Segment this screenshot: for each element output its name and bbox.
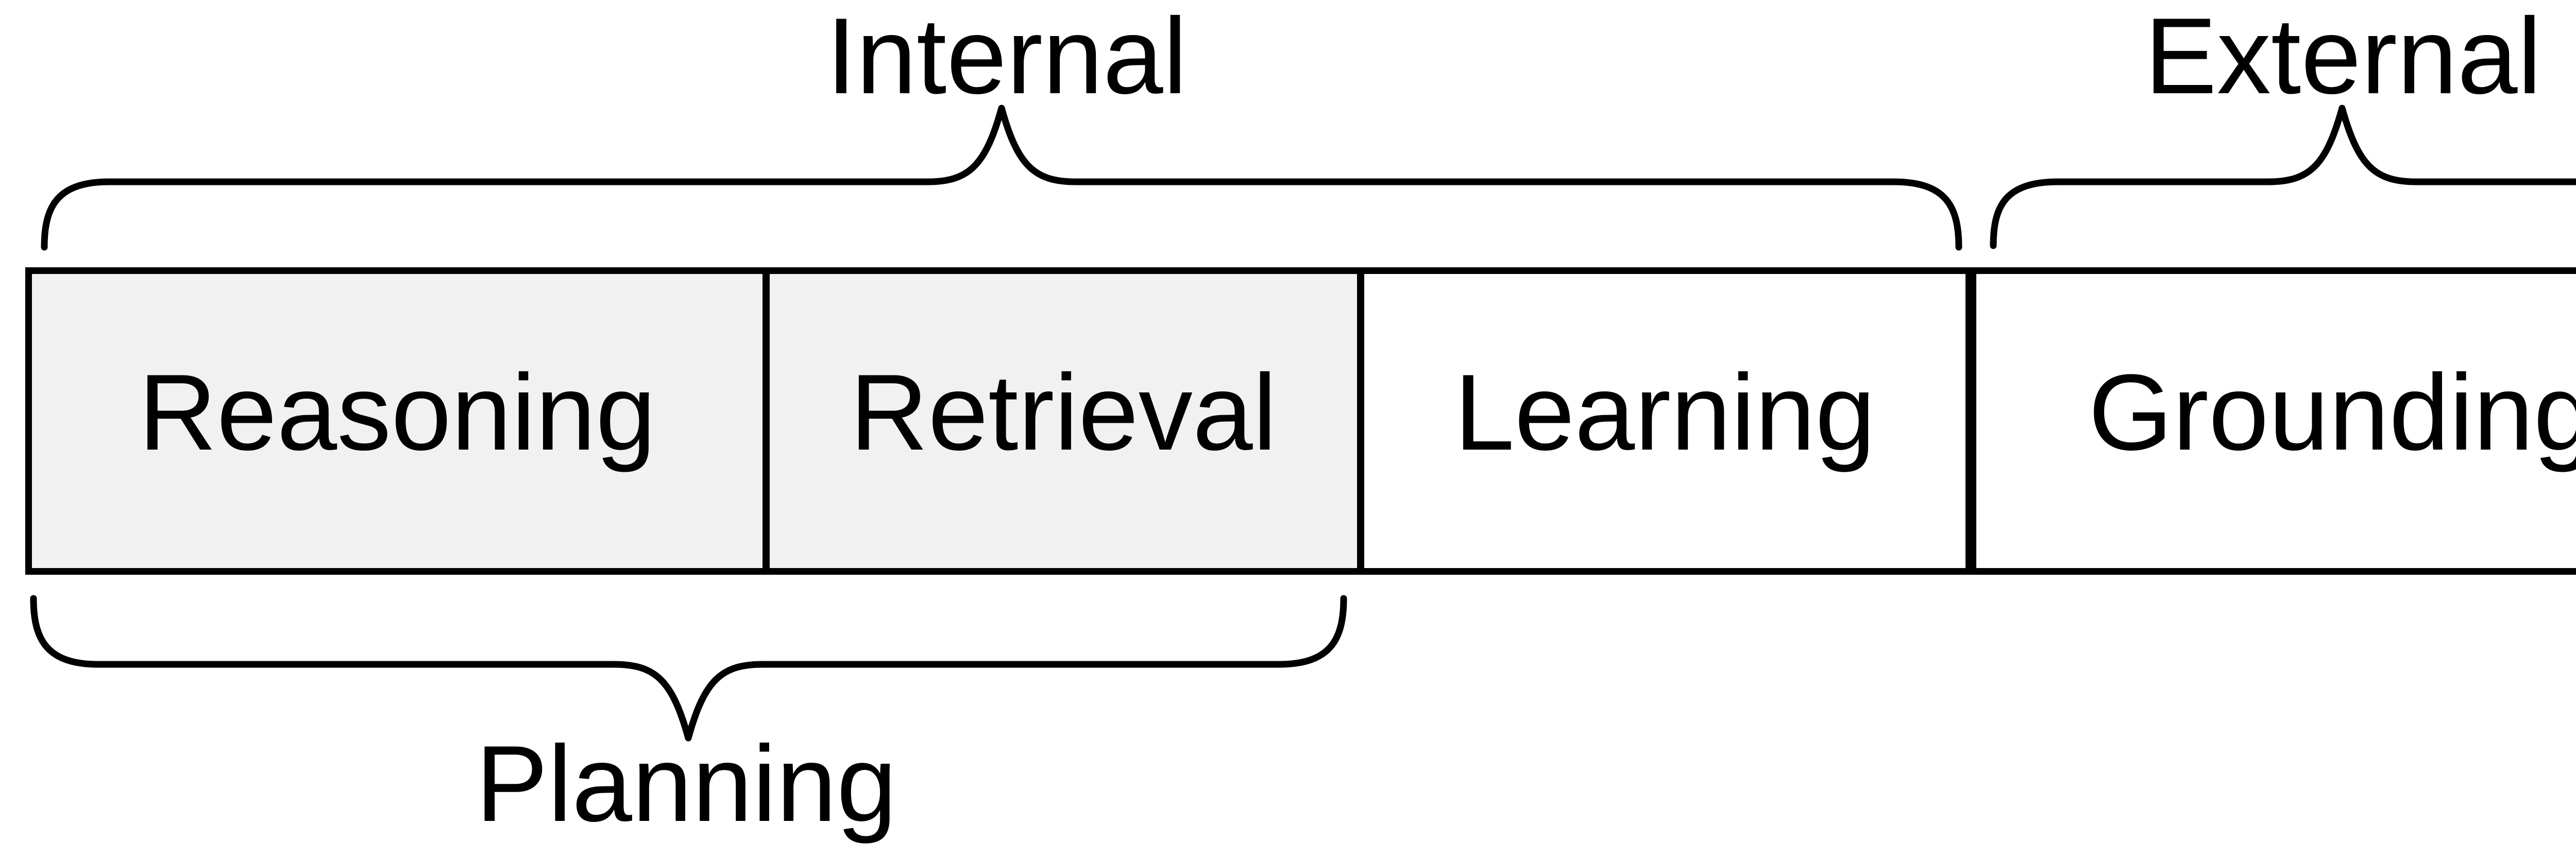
internal-group-label: Internal bbox=[826, 0, 1188, 116]
cell-grounding-label: Grounding bbox=[2088, 351, 2576, 473]
external-group-label: External bbox=[2144, 0, 2542, 116]
internal-brace bbox=[41, 105, 1962, 251]
capability-segment-box: Reasoning Retrieval Learning Grounding bbox=[25, 267, 2576, 575]
divider-learning-grounding bbox=[1965, 274, 1976, 568]
cell-learning-label: Learning bbox=[1454, 351, 1876, 473]
planning-group-label: Planning bbox=[476, 723, 897, 844]
cell-learning: Learning bbox=[1364, 274, 1965, 568]
cell-reasoning-label: Reasoning bbox=[138, 351, 656, 473]
external-brace bbox=[1990, 105, 2576, 249]
divider-reasoning-retrieval bbox=[762, 274, 770, 568]
cell-reasoning: Reasoning bbox=[32, 274, 762, 568]
divider-retrieval-learning bbox=[1357, 274, 1364, 568]
planning-brace bbox=[30, 595, 1347, 742]
cell-retrieval-label: Retrieval bbox=[850, 351, 1277, 473]
cell-grounding: Grounding bbox=[1976, 274, 2576, 568]
cell-retrieval: Retrieval bbox=[770, 274, 1357, 568]
